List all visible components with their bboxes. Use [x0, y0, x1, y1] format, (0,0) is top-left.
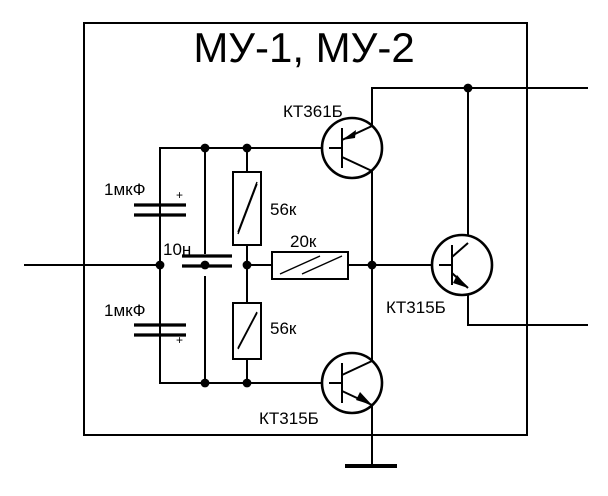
transistor-kt315b-right-envelope	[430, 233, 494, 297]
transistor-kt315b-right-emitter-arrow	[453, 275, 468, 288]
transistor-kt315b-bottom: КТ315Б	[259, 351, 384, 428]
transistor-kt361b-collector-lead	[341, 156, 373, 172]
junction-dot-supply-rail	[463, 83, 473, 93]
transistor-kt315b-right-collector-lead	[451, 242, 469, 258]
resistor-56k-upper-slash-1	[237, 181, 258, 233]
junction-dot-mid-left	[200, 260, 210, 270]
resistor-56k-lower-slash-2	[237, 312, 258, 350]
transistor-kt315b-right: КТ315Б	[386, 233, 494, 317]
capacitor-1uf-bottom-polarity: +	[176, 333, 183, 347]
transistor-kt315b-bottom-envelope	[320, 351, 384, 415]
resistor-20k-slash-1	[279, 255, 321, 275]
capacitor-1uf-bottom-value: 1мкФ	[104, 301, 146, 320]
capacitor-10n: 10н	[163, 240, 232, 268]
transistor-kt315b-bottom-label: КТ315Б	[259, 409, 319, 428]
resistor-20k: 20к	[271, 232, 349, 280]
capacitor-1uf-top-value: 1мкФ	[104, 180, 146, 199]
capacitor-1uf-top-polarity: +	[176, 188, 183, 202]
capacitor-1uf-bottom: 1мкФ +	[104, 264, 186, 384]
junction-dot-collector-column	[367, 260, 377, 270]
resistor-20k-body	[271, 251, 349, 280]
resistor-20k-slash-2	[301, 255, 343, 275]
transistor-kt361b: КТ361Б	[283, 102, 384, 180]
resistor-56k-lower: 56к	[232, 302, 297, 360]
capacitor-1uf-top: 1мкФ +	[104, 147, 186, 241]
resistor-56k-upper: 56к	[232, 171, 297, 246]
junction-dot-bottom-r56k	[242, 378, 252, 388]
junction-dot-bottom-c10n	[200, 378, 210, 388]
resistor-56k-lower-value: 56к	[270, 319, 297, 338]
transistor-kt361b-envelope	[320, 116, 384, 180]
capacitor-10n-value: 10н	[163, 240, 191, 259]
junction-dot-input	[155, 260, 165, 270]
junction-dot-top-r56k	[242, 143, 252, 153]
junction-dot-mid-right	[242, 260, 252, 270]
transistor-kt315b-bottom-collector-lead	[341, 360, 373, 376]
resistor-56k-upper-slash-2	[237, 183, 258, 235]
page-title: МУ-1, МУ-2	[193, 24, 414, 71]
transistor-kt361b-emitter-arrow	[342, 130, 356, 140]
resistor-20k-value: 20к	[290, 232, 317, 251]
transistor-kt361b-label: КТ361Б	[283, 102, 343, 121]
enclosure-border	[83, 22, 528, 436]
transistor-kt315b-right-label: КТ315Б	[386, 298, 446, 317]
transistor-kt315b-bottom-emitter-arrow	[356, 392, 372, 405]
junction-dot-top-c10n	[200, 143, 210, 153]
resistor-56k-upper-value: 56к	[270, 200, 297, 219]
